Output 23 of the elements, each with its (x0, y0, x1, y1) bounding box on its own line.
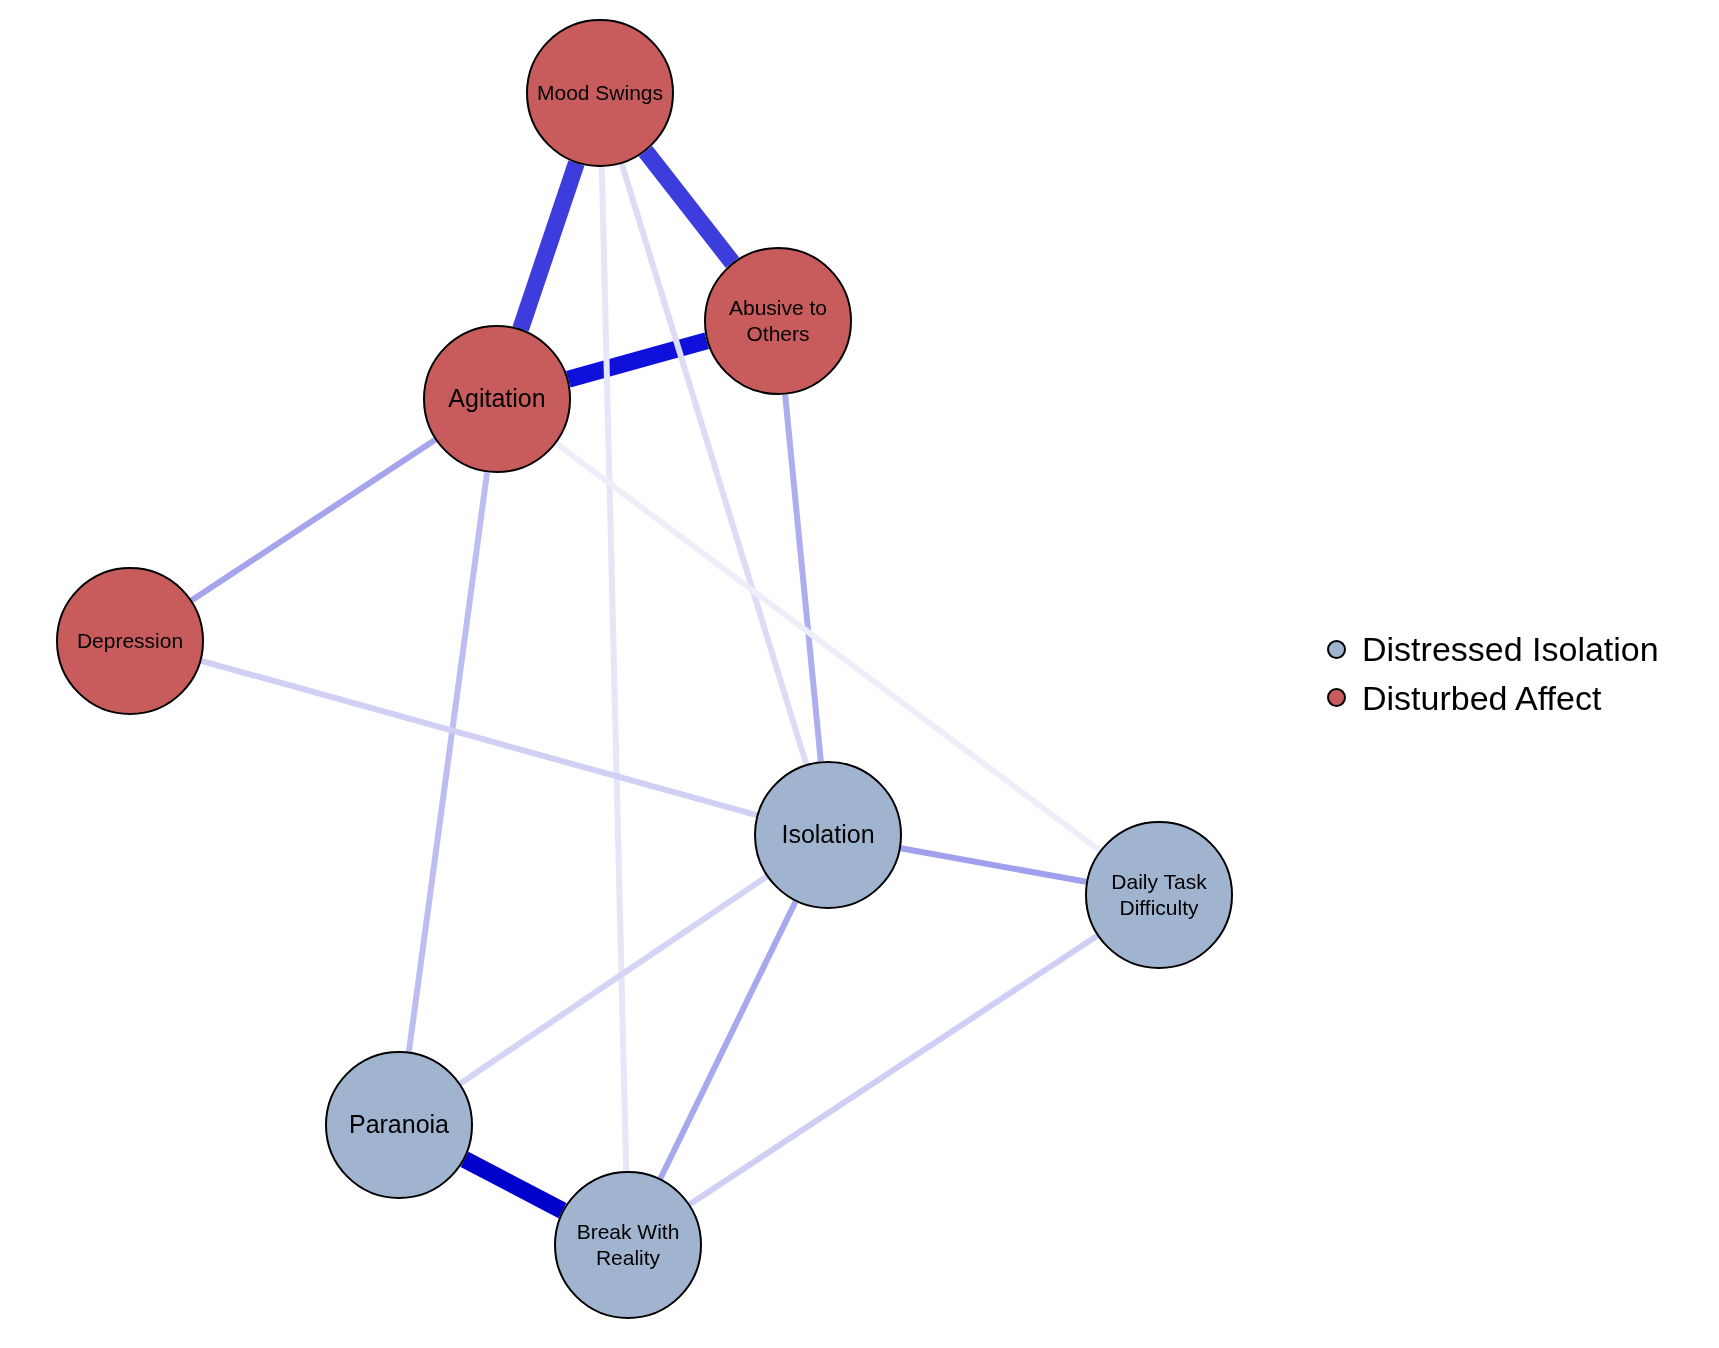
connection-line (405, 471, 491, 1053)
node-label: Break With Reality (575, 1218, 681, 1271)
legend-label: Disturbed Affect (1362, 677, 1602, 719)
connection-line (458, 873, 769, 1087)
node-label: Agitation (447, 383, 547, 415)
node-label: Abusive to Others (727, 294, 829, 347)
node-label: Depression (75, 627, 185, 654)
connection-line (598, 166, 630, 1172)
legend-label: Distressed Isolation (1362, 629, 1659, 670)
connection-line (688, 933, 1099, 1207)
node-label: Paranoia (347, 1109, 451, 1141)
connection-line (190, 437, 437, 603)
connection-line (782, 394, 824, 762)
connection-line (554, 440, 1102, 854)
connection-line (638, 146, 740, 268)
connection-line (460, 1151, 567, 1219)
node-label: Mood Swings (535, 79, 665, 106)
connection-line (200, 657, 758, 819)
node-label: Daily Task Difficulty (1110, 868, 1208, 921)
connection-line (566, 332, 709, 388)
connection-line (657, 900, 799, 1180)
connection-line (512, 160, 585, 332)
node-label: Isolation (780, 819, 876, 851)
